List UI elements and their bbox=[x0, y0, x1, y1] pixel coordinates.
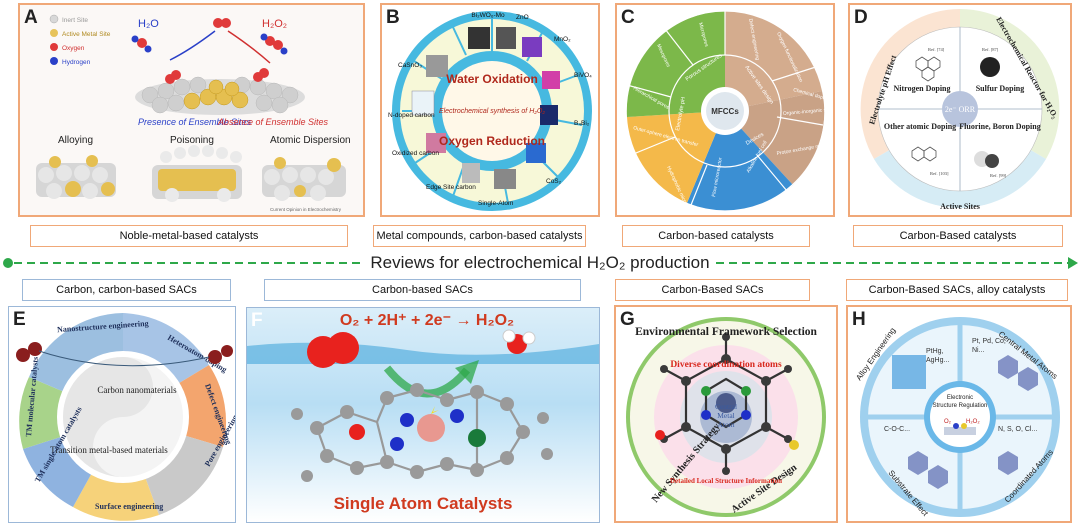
panel-a-illustration: Inert Site Active Metal Site Oxygen Hydr… bbox=[36, 14, 351, 212]
b-water-oxidation: Water Oxidation bbox=[446, 72, 538, 86]
title-banner: Reviews for electrochemical H₂O₂ product… bbox=[370, 253, 710, 272]
g-center-2: Metal bbox=[717, 411, 735, 420]
panel-f: F O₂ + 2H⁺ + 2e⁻ → H₂O₂ Single Atom Cata… bbox=[246, 307, 600, 523]
h-o2: O₂ bbox=[944, 419, 952, 425]
h-center-2: Structure Regulation bbox=[933, 403, 988, 409]
d-q-nitrogen: Nitrogen Doping bbox=[894, 84, 951, 93]
panel-d: D 2e⁻ ORR Electrolyte pH Effect Electroc… bbox=[848, 3, 1072, 217]
h-note-tl-1: PtHg, bbox=[926, 348, 944, 355]
caption-bottom-h: Carbon-Based SACs, alloy catalysts bbox=[846, 279, 1068, 301]
d-q-other: Other atomic Doping bbox=[884, 122, 956, 131]
caption-top-c: Carbon-based catalysts bbox=[622, 225, 810, 247]
g-outer-top: Environmental Framework Selection bbox=[635, 326, 817, 338]
b-seg-cos2: CoS₂ bbox=[546, 178, 562, 185]
c-center-mfccs: MFCCs bbox=[711, 107, 739, 116]
panel-e: E Carbon nanomaterials Transition metal-… bbox=[8, 306, 236, 523]
d-center: 2e⁻ ORR bbox=[945, 105, 976, 114]
label-poisoning: Poisoning bbox=[170, 135, 214, 146]
h-h2o2: H₂O₂ bbox=[966, 419, 980, 425]
panel-c: C MFCCs Porous structures Active sites d… bbox=[615, 3, 835, 217]
b-seg-b4bi2: B₄Bi₂ bbox=[574, 120, 590, 127]
b-seg-oxidized: Oxidized carbon bbox=[392, 150, 439, 157]
slab-top bbox=[135, 68, 305, 115]
g-inner-bottom: Detailed Local Structure Information bbox=[670, 477, 782, 485]
d-ref-74: Ref. [74] bbox=[928, 47, 945, 52]
e-ring-surface: Surface engineering bbox=[95, 502, 163, 511]
b-seg-zno: ZnO bbox=[516, 14, 529, 21]
panel-letter-d: D bbox=[854, 7, 868, 28]
f-footer: Single Atom Catalysts bbox=[333, 494, 513, 513]
absence-label: Absence of Ensemble Sites bbox=[217, 117, 329, 127]
e-center-top: Carbon nanomaterials bbox=[97, 385, 177, 395]
panel-letter-b: B bbox=[386, 7, 400, 28]
b-seg-mno2: MnO₂ bbox=[554, 36, 571, 43]
b-seg-bi2wo6: Bi₂WO₆-Mo bbox=[471, 12, 505, 19]
slab-poisoning bbox=[152, 145, 242, 202]
panel-h-wheel: Alloy Engineering Central Metal Atoms Su… bbox=[854, 317, 1060, 518]
panel-letter-g: G bbox=[620, 309, 635, 330]
slab-atomic-dispersion bbox=[262, 157, 346, 201]
label-alloying: Alloying bbox=[58, 135, 93, 146]
panel-b: B Water Oxidation Electrochemical synthe… bbox=[380, 3, 600, 217]
panel-letter-c: C bbox=[621, 7, 635, 28]
panel-letter-e: E bbox=[13, 309, 26, 330]
d-ref-103: Ref. [103] bbox=[930, 171, 949, 176]
h-note-tr-2: Ni... bbox=[972, 347, 985, 354]
panel-c-wheel: MFCCs Porous structures Active sites des… bbox=[624, 10, 833, 215]
label-atomic-dispersion: Atomic Dispersion bbox=[270, 135, 351, 146]
g-center-3: Atom bbox=[717, 420, 734, 429]
h2o-label: H₂O bbox=[138, 18, 159, 30]
credit-text: Current Opinion in Electrochemistry bbox=[270, 207, 342, 212]
panel-d-wheel: 2e⁻ ORR Electrolyte pH Effect Electroche… bbox=[860, 9, 1060, 211]
panel-g: G Environmental Framework Selection New … bbox=[614, 305, 838, 523]
panel-h: H Alloy Engineering Central Metal Atoms … bbox=[846, 305, 1072, 523]
d-ref-99: Ref. [99] bbox=[990, 173, 1007, 178]
g-inner-top: Diverse coordination atoms bbox=[670, 360, 782, 370]
panel-b-wheel: Water Oxidation Electrochemical synthesi… bbox=[388, 11, 592, 211]
h-note-bl: C-O-C... bbox=[884, 426, 910, 433]
h-note-br: N, S, O, Cl... bbox=[998, 426, 1037, 433]
title-arrow bbox=[3, 257, 1078, 269]
d-q-fluorine: Fluorine, Boron Doping bbox=[959, 122, 1040, 131]
panel-a: A Inert Site Active Metal Site Oxygen Hy… bbox=[18, 3, 365, 217]
caption-top-d: Carbon-Based catalysts bbox=[853, 225, 1063, 247]
presence-label: Presence of Ensemble Sites bbox=[138, 117, 252, 127]
h-center-1: Electronic bbox=[947, 395, 973, 401]
legend-oxygen: Oxygen bbox=[62, 45, 85, 52]
caption-top-a: Noble-metal-based catalysts bbox=[30, 225, 348, 247]
caption-top-b: Metal compounds, carbon-based catalysts bbox=[373, 225, 586, 247]
h-note-tl-2: AgHg... bbox=[926, 357, 949, 364]
caption-bottom-g: Carbon-Based SACs bbox=[615, 279, 810, 301]
f-equation: O₂ + 2H⁺ + 2e⁻ → H₂O₂ bbox=[339, 312, 515, 329]
d-ref-87: Ref. [87] bbox=[982, 47, 999, 52]
b-seg-casno3: CaSnO₃ bbox=[398, 62, 422, 69]
b-center-middle: Electrochemical synthesis of H₂O₂ bbox=[439, 108, 545, 115]
legend-inert: Inert Site bbox=[62, 17, 88, 24]
b-seg-bivo4: BiVO₄ bbox=[574, 72, 592, 79]
panel-letter-h: H bbox=[852, 309, 866, 330]
b-seg-edge-site: Edge Site carbon bbox=[426, 184, 476, 191]
h-note-tr-1: Pt, Pd, Co, bbox=[972, 338, 1006, 345]
h2o2-label: H₂O₂ bbox=[262, 18, 287, 30]
panel-letter-a: A bbox=[24, 7, 38, 28]
panel-f-illustration bbox=[247, 329, 599, 482]
panel-g-wheel: Environmental Framework Selection New Sy… bbox=[626, 317, 826, 517]
b-seg-ndoped: N-doped carbon bbox=[388, 112, 435, 119]
e-center-bottom: Transition metal-based materials bbox=[50, 445, 168, 455]
d-q-sulfur: Sulfur Doping bbox=[976, 84, 1025, 93]
b-seg-single-atom: Single-Atom bbox=[478, 200, 513, 207]
c-inner-ph: Electrolyte pH bbox=[675, 97, 687, 132]
d-bottom-arc: Active Sites bbox=[940, 202, 980, 211]
slab-alloying bbox=[36, 155, 116, 199]
b-oxygen-reduction: Oxygen Reduction bbox=[439, 134, 545, 148]
caption-bottom-f: Carbon-based SACs bbox=[264, 279, 581, 301]
legend-hydrogen: Hydrogen bbox=[62, 59, 91, 66]
panel-letter-f: F bbox=[251, 310, 263, 331]
legend-active: Active Metal Site bbox=[62, 31, 111, 38]
g-center-1: Central bbox=[715, 402, 737, 411]
caption-bottom-e: Carbon, carbon-based SACs bbox=[22, 279, 231, 301]
panel-e-wheel: Carbon nanomaterials Transition metal-ba… bbox=[16, 313, 235, 521]
